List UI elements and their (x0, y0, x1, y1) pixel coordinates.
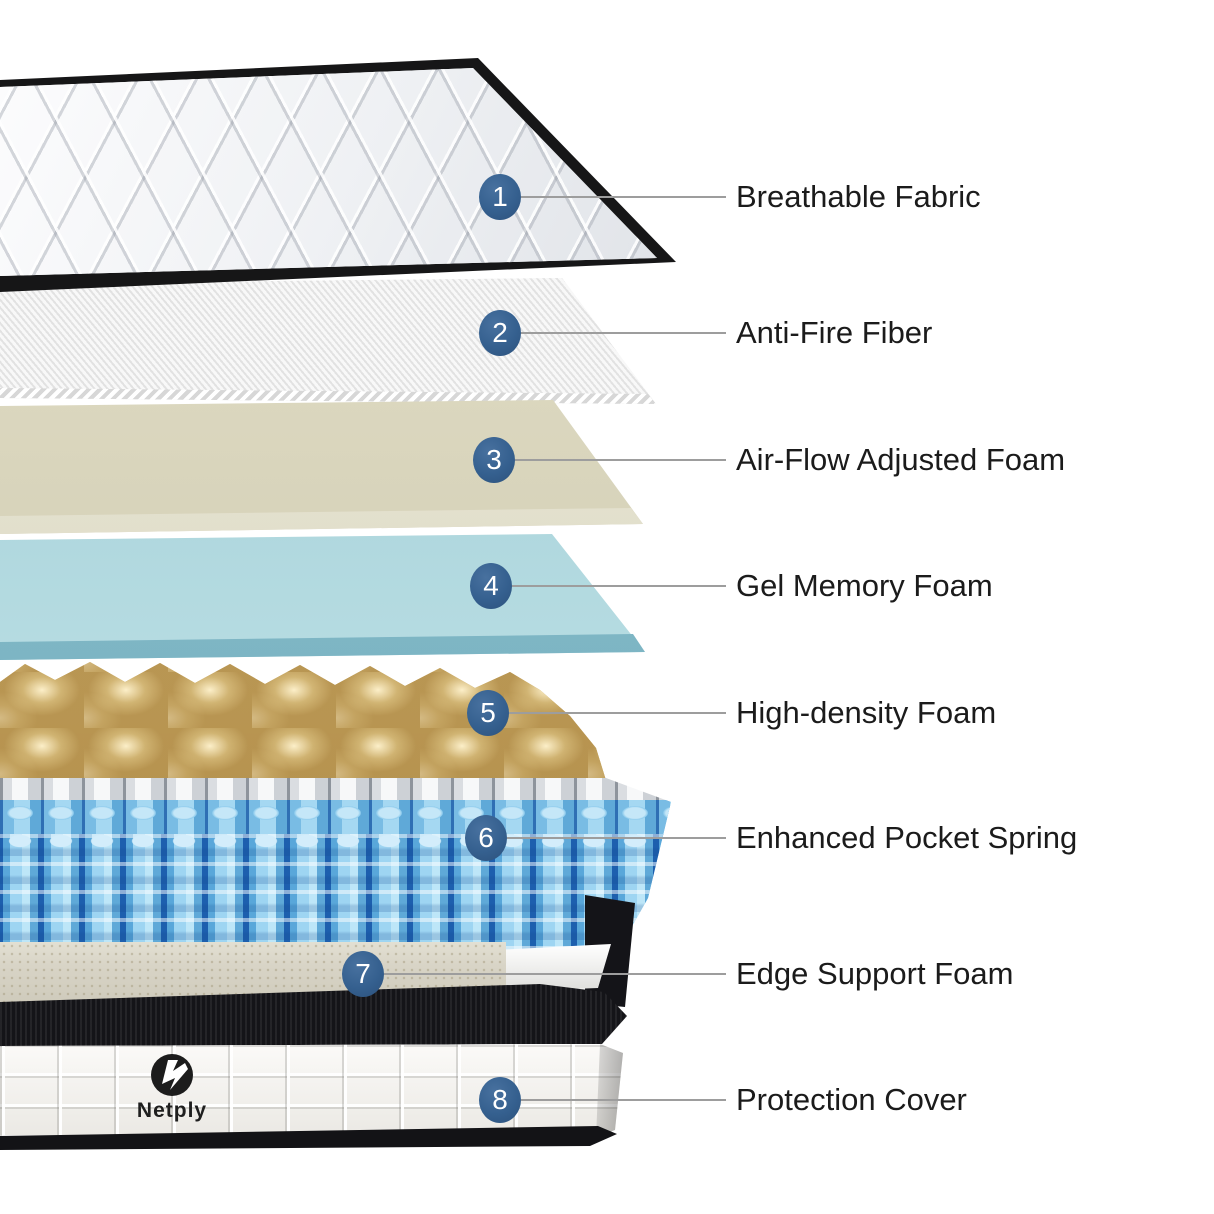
callout-connector-line (521, 1099, 726, 1101)
brand-logo: Netply (126, 1052, 218, 1130)
callout-pocket-spring: 6 Enhanced Pocket Spring (0, 815, 1214, 861)
callout-connector-line (509, 712, 726, 714)
cover-top-band (0, 984, 627, 1050)
callout-anti-fire-fiber: 2 Anti-Fire Fiber (0, 310, 1214, 356)
brand-logo-text: Netply (136, 1099, 208, 1122)
callout-breathable-fabric: 1 Breathable Fabric (0, 174, 1214, 220)
spring-foundation-strip (495, 944, 611, 992)
callout-label: Enhanced Pocket Spring (736, 820, 1078, 855)
callout-number-badge: 5 (467, 690, 509, 736)
callout-label: Air-Flow Adjusted Foam (736, 442, 1066, 477)
callout-connector-line (515, 459, 726, 461)
callout-protection-cover: 8 Protection Cover (0, 1077, 1214, 1123)
callout-number-badge: 1 (479, 174, 521, 220)
callout-label: Breathable Fabric (736, 179, 981, 214)
callout-label: Edge Support Foam (736, 956, 1014, 991)
callout-connector-line (512, 585, 726, 587)
callout-edge-support-foam: 7 Edge Support Foam (0, 951, 1214, 997)
layer-anti-fire-fiber (0, 278, 656, 404)
callout-connector-line (521, 196, 726, 198)
callout-gel-memory-foam: 4 Gel Memory Foam (0, 563, 1214, 609)
callout-label: High-density Foam (736, 695, 997, 730)
callout-connector-line (507, 837, 726, 839)
callout-number-badge: 6 (465, 815, 507, 861)
callout-label: Protection Cover (736, 1082, 967, 1117)
callout-number-badge: 4 (470, 563, 512, 609)
callout-connector-line (384, 973, 726, 975)
callout-number-badge: 7 (342, 951, 384, 997)
callout-airflow-foam: 3 Air-Flow Adjusted Foam (0, 437, 1214, 483)
layer-breathable-fabric (0, 68, 657, 276)
callout-number-badge: 2 (479, 310, 521, 356)
layer-high-density-foam (0, 662, 609, 790)
callout-label: Gel Memory Foam (736, 568, 993, 603)
layer-pocket-springs (0, 778, 671, 958)
n-bolt-circle-icon (151, 1054, 193, 1096)
callout-high-density-foam: 5 High-density Foam (0, 690, 1214, 736)
callout-number-badge: 8 (479, 1077, 521, 1123)
callout-connector-line (521, 332, 726, 334)
callout-label: Anti-Fire Fiber (736, 315, 933, 350)
spring-front-coils (0, 834, 671, 958)
callout-number-badge: 3 (473, 437, 515, 483)
